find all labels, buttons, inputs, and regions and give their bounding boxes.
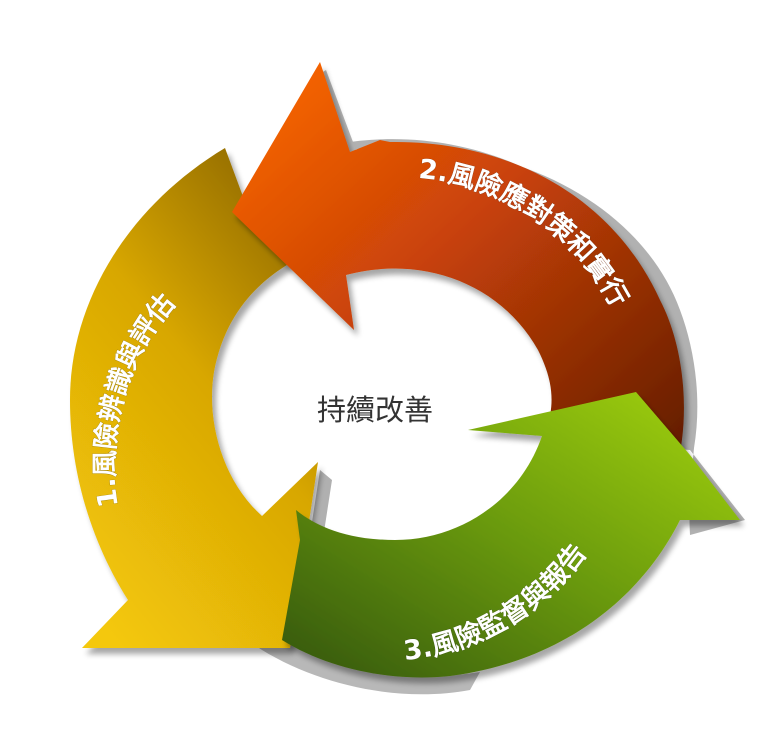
arrow-step-3 xyxy=(282,392,740,678)
arrow-step-3-shape xyxy=(282,392,740,678)
center-label: 持續改善 xyxy=(317,393,433,427)
arrow-step-1 xyxy=(70,148,318,648)
arrow-step-2 xyxy=(232,62,684,470)
arrow-step-1-shape xyxy=(70,148,318,648)
arrow-step-2-shape xyxy=(232,62,684,470)
